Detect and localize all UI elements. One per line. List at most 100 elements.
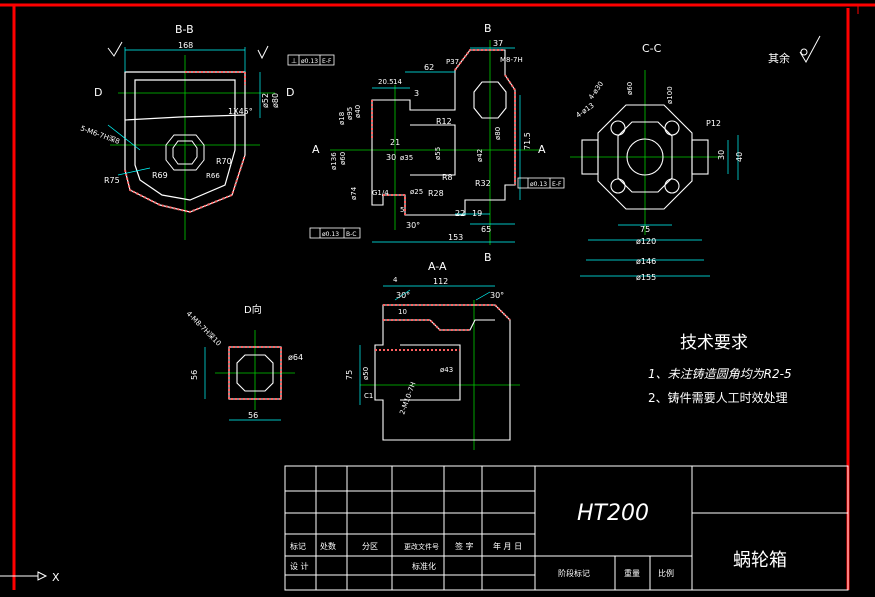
dim-aa-c1: C1 bbox=[364, 392, 373, 400]
svg-text:ø0.13: ø0.13 bbox=[530, 181, 547, 188]
dim-main-d95: ø95 bbox=[346, 107, 354, 120]
dim-d-thread: 4-M8-7H深10 bbox=[185, 309, 224, 348]
svg-text:其余: 其余 bbox=[768, 51, 790, 65]
tb-change-doc: 更改文件号 bbox=[404, 542, 439, 551]
dim-aa-30deg-left: 30° bbox=[396, 291, 410, 300]
dim-cc-30: 30 bbox=[717, 150, 726, 160]
dim-cc-75: 75 bbox=[640, 225, 650, 234]
svg-text:ø0.13: ø0.13 bbox=[322, 231, 339, 238]
dim-main-3: 3 bbox=[414, 89, 419, 98]
fcf-left-bottom: ø0.13 B-C bbox=[309, 227, 361, 239]
dim-bb-d52: ø52 bbox=[261, 93, 270, 108]
dim-main-r8: R8 bbox=[442, 173, 453, 182]
svg-text:B-C: B-C bbox=[346, 231, 356, 238]
dim-aa-d43: ø43 bbox=[440, 366, 453, 374]
tb-scale: 比例 bbox=[658, 568, 674, 578]
dim-aa-d50: ø50 bbox=[362, 367, 370, 380]
tb-stage: 阶段标记 bbox=[558, 568, 590, 578]
dim-main-21: 21 bbox=[390, 138, 400, 147]
tech-item-1: 1、未注铸造圆角均为R2-5 bbox=[648, 367, 792, 381]
dim-main-d80: ø80 bbox=[494, 127, 502, 140]
dim-cc-4-d30: 4-ø30 bbox=[587, 80, 605, 101]
dim-main-30: 30 bbox=[386, 153, 396, 162]
view-aa: A-A 112 30° 30° 4 10 75 ø50 ø43 2-M10-7H bbox=[345, 260, 520, 450]
dim-main-d136: ø136 bbox=[330, 152, 338, 170]
dim-cc-d100: ø100 bbox=[666, 86, 674, 104]
dim-aa-thread: 2-M10-7H bbox=[398, 381, 417, 416]
tech-item-2: 2、铸件需要人工时效处理 bbox=[648, 390, 788, 405]
ucs-icon: X bbox=[0, 571, 60, 584]
dim-d-56-h: 56 bbox=[248, 411, 258, 420]
dim-main-g14: G1/4 bbox=[372, 189, 389, 197]
view-cc-title: C-C bbox=[642, 42, 662, 55]
view-aa-title: A-A bbox=[428, 260, 447, 273]
dim-aa-75: 75 bbox=[345, 370, 354, 380]
dim-main-d74: ø74 bbox=[350, 186, 358, 200]
section-mark-a-left: A bbox=[312, 143, 320, 156]
dim-main-5: 5 bbox=[400, 206, 404, 214]
tech-title: 技术要求 bbox=[680, 333, 748, 353]
dim-cc-d155: ø155 bbox=[636, 273, 656, 282]
roughness-note: 其余 bbox=[768, 35, 821, 65]
section-mark-a-right: A bbox=[538, 143, 546, 156]
tech-requirements: 技术要求 1、未注铸造圆角均为R2-5 2、铸件需要人工时效处理 bbox=[648, 333, 792, 405]
dim-main-153: 153 bbox=[448, 233, 463, 242]
dim-bb-r66: R66 bbox=[206, 172, 220, 180]
dim-bb-r69: R69 bbox=[152, 171, 168, 180]
section-mark-b-bottom: B bbox=[484, 251, 492, 264]
dim-main-22: 22 bbox=[455, 209, 465, 218]
dim-main-d25: ø25 bbox=[410, 188, 423, 196]
dim-bb-r75: R75 bbox=[104, 176, 120, 185]
dim-aa-10: 10 bbox=[398, 308, 407, 316]
tb-zone: 分区 bbox=[362, 542, 378, 551]
dim-bb-thread: 5-M6-7H深8 bbox=[79, 123, 121, 146]
dim-main-d35: ø35 bbox=[400, 154, 413, 162]
dim-main-d18: ø18 bbox=[338, 112, 346, 125]
title-block-text: HT200 蜗轮箱 标记 处数 分区 更改文件号 签 字 年 月 日 设 计 标… bbox=[290, 501, 787, 578]
tb-sign: 签 字 bbox=[455, 541, 474, 551]
view-d: D向 4-M8-7H深10 ø64 56 56 bbox=[185, 303, 303, 421]
dim-cc-d120: ø120 bbox=[636, 237, 656, 246]
dim-main-d42: ø42 bbox=[476, 149, 484, 162]
ucs-x-label: X bbox=[52, 571, 60, 584]
dim-main-71-5: 71.5 bbox=[523, 132, 532, 150]
view-main: 62 37 20.5 14 3 M8-7H P37 ø18 ø95 ø40 ø6… bbox=[309, 22, 565, 264]
dim-aa-4: 4 bbox=[393, 276, 398, 284]
dim-main-37: 37 bbox=[493, 39, 503, 48]
section-mark-b-top: B bbox=[484, 22, 492, 35]
dim-main-65: 65 bbox=[481, 225, 491, 234]
dim-main-62: 62 bbox=[424, 63, 434, 72]
dim-main-p37: P37 bbox=[446, 58, 459, 66]
dim-d-56-v: 56 bbox=[190, 370, 199, 380]
dim-main-m8: M8-7H bbox=[500, 56, 523, 64]
dim-main-20-5: 20.5 bbox=[378, 78, 394, 86]
fcf-top: ⊥ ø0.13 E-F bbox=[287, 54, 335, 66]
section-mark-d-right: D bbox=[286, 86, 294, 99]
view-bb-title: B-B bbox=[175, 23, 194, 36]
svg-text:E-F: E-F bbox=[552, 181, 562, 188]
dim-main-d60: ø60 bbox=[339, 152, 347, 165]
tb-weight: 重量 bbox=[624, 568, 640, 578]
tb-design: 设 计 bbox=[290, 561, 309, 571]
dim-bb-d80: ø80 bbox=[271, 93, 280, 108]
tb-mark: 标记 bbox=[290, 541, 306, 551]
dim-d-d64: ø64 bbox=[288, 353, 303, 362]
dim-cc-p12: P12 bbox=[706, 119, 721, 128]
view-cc: C-C 4-ø30 ø60 ø100 4-ø13 P12 30 40 bbox=[570, 42, 744, 282]
dim-cc-d60: ø60 bbox=[626, 82, 634, 95]
dim-bb-r70: R70 bbox=[216, 157, 232, 166]
dim-main-r12: R12 bbox=[436, 117, 452, 126]
part-name: 蜗轮箱 bbox=[733, 550, 787, 571]
view-d-title: D向 bbox=[244, 303, 262, 316]
dim-main-r28: R28 bbox=[428, 189, 444, 198]
dim-cc-4-d13: 4-ø13 bbox=[575, 102, 596, 120]
view-bb: B-B 168 1X45° bbox=[79, 23, 335, 240]
svg-text:ø0.13: ø0.13 bbox=[301, 58, 318, 65]
dim-main-r32: R32 bbox=[475, 179, 491, 188]
svg-text:⊥: ⊥ bbox=[291, 57, 297, 65]
svg-text:E-F: E-F bbox=[322, 58, 332, 65]
fcf-right: ø0.13 E-F bbox=[517, 177, 565, 189]
dim-aa-112: 112 bbox=[433, 277, 448, 286]
dim-bb-chamfer: 1X45° bbox=[228, 107, 253, 116]
